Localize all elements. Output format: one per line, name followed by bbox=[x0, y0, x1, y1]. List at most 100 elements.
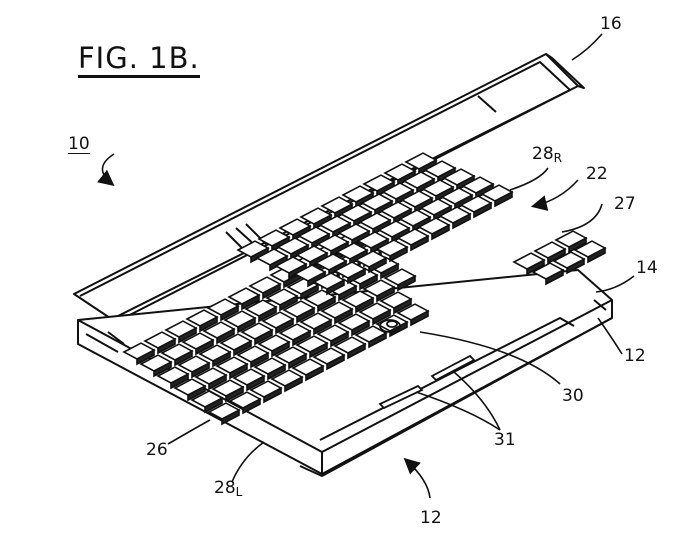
key bbox=[207, 402, 241, 420]
key bbox=[341, 185, 375, 203]
key bbox=[282, 300, 316, 318]
key bbox=[442, 168, 476, 186]
key bbox=[211, 379, 245, 397]
leader-31b bbox=[453, 371, 501, 431]
key bbox=[276, 237, 310, 255]
key bbox=[383, 163, 417, 181]
key bbox=[156, 366, 190, 384]
key bbox=[354, 325, 388, 343]
key bbox=[215, 356, 249, 374]
leader-31a bbox=[415, 391, 501, 431]
key bbox=[440, 187, 474, 205]
leader-16 bbox=[571, 33, 603, 61]
key bbox=[398, 209, 432, 227]
key bbox=[198, 344, 232, 362]
key bbox=[312, 272, 346, 290]
key bbox=[333, 261, 367, 279]
key bbox=[261, 311, 295, 329]
key bbox=[320, 196, 354, 214]
key bbox=[253, 357, 287, 375]
key bbox=[375, 239, 409, 257]
key bbox=[202, 321, 236, 339]
label-27: 27 bbox=[614, 194, 636, 214]
key bbox=[236, 240, 270, 258]
leader-28r bbox=[509, 167, 549, 191]
key bbox=[295, 245, 329, 263]
leader-27 bbox=[561, 203, 603, 233]
key bbox=[257, 334, 291, 352]
key bbox=[459, 195, 493, 213]
key bbox=[461, 176, 495, 194]
key bbox=[358, 302, 392, 320]
label-30: 30 bbox=[562, 386, 584, 406]
key bbox=[480, 184, 514, 202]
key bbox=[312, 347, 346, 365]
key bbox=[318, 215, 352, 233]
label-22: 22 bbox=[586, 164, 608, 184]
key bbox=[299, 312, 333, 330]
key bbox=[337, 223, 371, 241]
key bbox=[335, 242, 369, 260]
key bbox=[219, 333, 253, 351]
key bbox=[320, 301, 354, 319]
key bbox=[278, 218, 312, 236]
label-12-right: 12 bbox=[624, 346, 646, 366]
key bbox=[297, 226, 331, 244]
key bbox=[185, 309, 219, 327]
key bbox=[227, 287, 261, 305]
key bbox=[274, 346, 308, 364]
key bbox=[379, 201, 413, 219]
key bbox=[255, 248, 289, 266]
pointer-stick bbox=[379, 319, 401, 333]
leader-26 bbox=[167, 419, 211, 445]
key bbox=[257, 229, 291, 247]
key bbox=[122, 342, 156, 360]
leader-10 bbox=[97, 153, 115, 187]
key bbox=[139, 354, 173, 372]
key bbox=[396, 228, 430, 246]
key bbox=[377, 220, 411, 238]
key bbox=[206, 298, 240, 316]
touch-buttons bbox=[378, 354, 476, 410]
key bbox=[278, 323, 312, 341]
key bbox=[438, 206, 472, 224]
key bbox=[291, 358, 325, 376]
key bbox=[396, 303, 430, 321]
leader-28l bbox=[231, 441, 265, 483]
key bbox=[316, 234, 350, 252]
leader-12-right bbox=[597, 317, 623, 355]
key bbox=[333, 336, 367, 354]
key bbox=[173, 378, 207, 396]
key bbox=[354, 250, 388, 268]
key bbox=[160, 343, 194, 361]
key bbox=[314, 253, 348, 271]
key bbox=[265, 288, 299, 306]
key bbox=[143, 331, 177, 349]
figure-title: FIG. 1B. bbox=[78, 44, 200, 78]
key bbox=[293, 264, 327, 282]
key bbox=[232, 368, 266, 386]
label-28l: 28L bbox=[214, 478, 243, 499]
leader-22 bbox=[530, 179, 579, 211]
key bbox=[295, 335, 329, 353]
leader-lines bbox=[97, 33, 635, 499]
key bbox=[339, 204, 373, 222]
key bbox=[573, 240, 607, 258]
keyboard-keys bbox=[122, 152, 607, 426]
key bbox=[421, 179, 455, 197]
label-26: 26 bbox=[146, 440, 168, 460]
key bbox=[181, 332, 215, 350]
leader-12-front bbox=[403, 457, 431, 499]
key bbox=[375, 314, 409, 332]
key bbox=[236, 345, 270, 363]
key bbox=[358, 212, 392, 230]
key bbox=[402, 171, 436, 189]
key bbox=[533, 241, 567, 259]
key bbox=[164, 320, 198, 338]
key bbox=[512, 252, 546, 270]
key bbox=[299, 207, 333, 225]
key bbox=[554, 230, 588, 248]
key bbox=[356, 231, 390, 249]
